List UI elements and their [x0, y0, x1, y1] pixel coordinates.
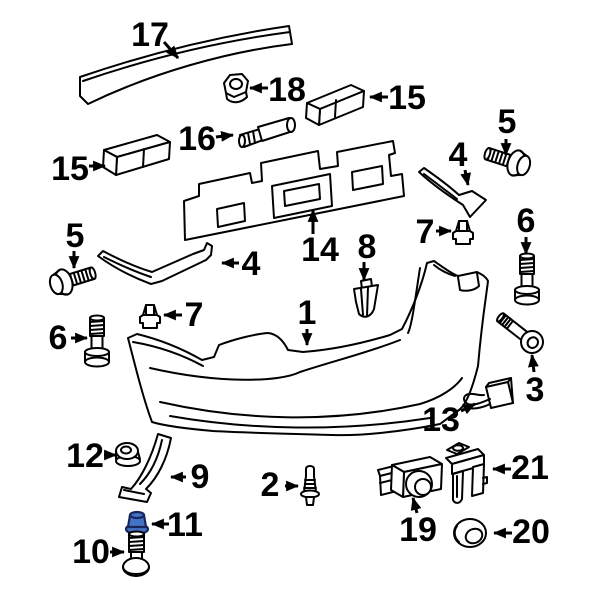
- callout-label-7-left[interactable]: 7: [185, 296, 204, 334]
- callout-arrow-3: [528, 353, 539, 373]
- part-3-bolt-drawing[interactable]: [492, 307, 547, 357]
- part-10-bolt-drawing[interactable]: [122, 530, 150, 577]
- callout-label-4-right[interactable]: 4: [449, 136, 468, 174]
- callout-label-15-right[interactable]: 15: [388, 79, 426, 117]
- callout-label-10[interactable]: 10: [72, 533, 110, 571]
- part-8-bracket-drawing[interactable]: [353, 278, 379, 318]
- callout-label-17[interactable]: 17: [131, 16, 169, 54]
- part-7-clip-left-drawing[interactable]: [139, 304, 161, 329]
- callout-arrow-17: [162, 41, 180, 59]
- part-19-sensor-drawing[interactable]: [377, 456, 443, 498]
- part-9-bracket-drawing[interactable]: [118, 433, 172, 503]
- callout-label-19[interactable]: 19: [399, 511, 437, 549]
- part-21-sensor-bracket-drawing[interactable]: [445, 442, 488, 504]
- callout-label-11[interactable]: 11: [167, 506, 203, 544]
- callout-arrows: [68, 41, 539, 558]
- callout-label-14[interactable]: 14: [301, 231, 339, 269]
- part-4-side-seal-left-drawing[interactable]: [97, 242, 213, 285]
- part-5-bolt-right-drawing[interactable]: [481, 141, 533, 180]
- callout-label-12[interactable]: 12: [66, 437, 104, 475]
- callout-arrow-4-right: [460, 169, 471, 187]
- callout-label-2[interactable]: 2: [261, 466, 280, 504]
- callout-label-6-left[interactable]: 6: [49, 319, 68, 357]
- callout-label-3[interactable]: 3: [526, 371, 545, 409]
- callout-label-6-right[interactable]: 6: [517, 202, 536, 240]
- callout-arrow-19: [410, 496, 422, 514]
- callout-label-16[interactable]: 16: [178, 120, 216, 158]
- callout-label-18[interactable]: 18: [268, 71, 306, 109]
- part-4-side-seal-right-drawing[interactable]: [418, 167, 487, 218]
- part-18-nut-drawing[interactable]: [223, 73, 249, 104]
- callout-label-5-left[interactable]: 5: [66, 217, 85, 255]
- part-17-reinforcement-bar-drawing[interactable]: [79, 25, 293, 105]
- part-20-grommet-drawing[interactable]: [453, 518, 487, 548]
- callout-label-20[interactable]: 20: [512, 513, 550, 551]
- part-13-hook-drawing[interactable]: [463, 377, 514, 410]
- part-6-bolt-right-drawing[interactable]: [514, 252, 540, 306]
- callout-label-1[interactable]: 1: [298, 294, 317, 332]
- callout-arrow-16: [215, 131, 235, 142]
- part-12-nut-drawing[interactable]: [115, 442, 141, 467]
- callout-label-4-left[interactable]: 4: [242, 245, 261, 283]
- part-1-bumper-cover-drawing[interactable]: [127, 260, 489, 437]
- callout-label-8[interactable]: 8: [358, 228, 377, 266]
- part-2-clip-drawing[interactable]: [300, 465, 320, 506]
- part-15-pad-left-drawing[interactable]: [102, 134, 171, 176]
- callout-label-13[interactable]: 13: [422, 401, 460, 439]
- part-7-clip-right-drawing[interactable]: [452, 220, 474, 245]
- callout-label-5-right[interactable]: 5: [498, 103, 517, 141]
- callout-label-21[interactable]: 21: [511, 449, 549, 487]
- callout-label-9[interactable]: 9: [191, 458, 210, 496]
- part-15-pad-right-drawing[interactable]: [305, 84, 365, 126]
- part-16-spacer-drawing[interactable]: [238, 117, 296, 148]
- callout-label-15-left[interactable]: 15: [51, 150, 89, 188]
- part-6-bolt-left-drawing[interactable]: [84, 314, 110, 368]
- callout-label-7-right[interactable]: 7: [416, 213, 435, 251]
- part-5-bolt-left-drawing[interactable]: [47, 260, 99, 298]
- callout-arrow-13: [460, 402, 476, 415]
- part-14-energy-absorber-drawing[interactable]: [183, 140, 405, 241]
